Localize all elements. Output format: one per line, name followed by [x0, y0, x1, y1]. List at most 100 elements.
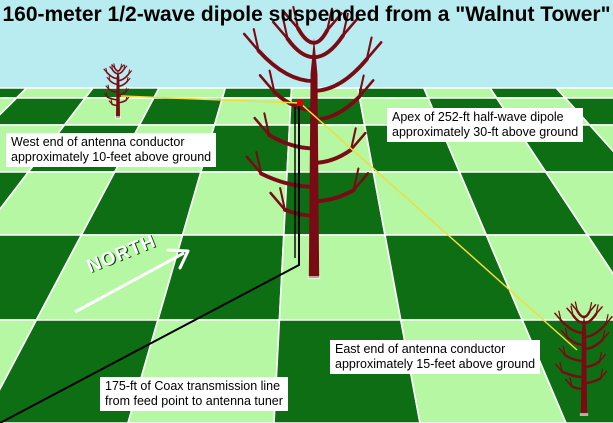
tree-twig [559, 361, 563, 373]
tree-twig [570, 303, 579, 312]
ground-tile-dark [586, 234, 613, 275]
tree-twig [110, 99, 113, 105]
tree-twig [558, 347, 567, 357]
tree-twig [564, 327, 569, 339]
tree-branch [582, 310, 591, 319]
tree-twig [258, 74, 276, 94]
ground-tile-dark [521, 319, 613, 423]
tree-branch [106, 71, 119, 80]
tree-trunk [308, 38, 320, 278]
tree-branch [117, 91, 127, 96]
tree-twig [595, 306, 603, 315]
tree-twig [560, 329, 569, 339]
tree-twig [107, 84, 110, 90]
tree-twig [599, 370, 608, 380]
tree-twig [574, 301, 579, 312]
tree-twig [562, 345, 566, 357]
tree-twig [325, 12, 343, 32]
west-end-callout: West end of antenna conductor approximat… [6, 133, 217, 167]
east-end-line-2: approximately 15-feet above ground [335, 357, 536, 371]
ground-tile-light [181, 171, 288, 236]
tree-branch [267, 132, 316, 151]
arrow-shaft [74, 251, 185, 314]
tree-twig [599, 368, 604, 380]
tree-twig [598, 353, 607, 363]
tree-twig [120, 63, 123, 69]
tree-twig [605, 316, 613, 325]
feed-point [297, 100, 303, 106]
tree-branch [256, 48, 316, 84]
tree-twig [588, 302, 593, 313]
tree-icon-east [554, 301, 613, 416]
tree-twig [113, 63, 116, 69]
tree-twig [126, 77, 129, 83]
tree-twig [292, 5, 300, 30]
ground-tile-light [278, 234, 402, 321]
tree-twig [281, 16, 289, 40]
tree-branch [312, 147, 353, 165]
tree-twig [271, 20, 289, 40]
ground-tile-dark [138, 97, 224, 126]
tree-twig [588, 304, 597, 313]
tree-twig [124, 87, 127, 93]
apex-line-2: approximately 30-ft above ground [392, 125, 579, 139]
trees [103, 5, 613, 416]
tree-branch [559, 319, 586, 335]
tree-branch [117, 68, 125, 75]
tree-branch [582, 322, 608, 339]
tree-branch [560, 370, 586, 379]
west-end-line-2: approximately 10-feet above ground [11, 150, 212, 164]
tree-branch [582, 377, 602, 385]
tree-twig [554, 312, 562, 322]
tree-twig [108, 76, 111, 82]
tree-branch [312, 57, 369, 93]
tree-branch [582, 360, 601, 369]
tree-twig [569, 376, 573, 388]
tree-twig [253, 116, 271, 137]
tree-twig [279, 187, 286, 211]
tree-twig [255, 150, 263, 175]
tree-twig [349, 127, 357, 151]
tree-twig [566, 307, 574, 317]
tree-twig [105, 92, 108, 98]
tree-branch [106, 96, 119, 101]
antenna-wire-west [120, 95, 301, 104]
tree-twig [269, 191, 287, 212]
ground-tile-light [153, 87, 227, 99]
tree-twig [605, 314, 609, 325]
tree-branch [570, 385, 586, 391]
coax-line-1: 175-ft of Coax transmission line [105, 379, 281, 393]
tree-twig [252, 28, 260, 52]
tree-twig [565, 378, 573, 388]
tree-icon-center [242, 5, 383, 279]
tree-branch [582, 338, 604, 351]
tree-branch [285, 36, 316, 60]
ground-tile-dark [489, 87, 567, 99]
ground-tile-light [15, 87, 94, 99]
tree-branch [117, 99, 127, 104]
tree-branch [108, 88, 119, 93]
tree-twig [570, 305, 574, 316]
tree-twig [342, 12, 349, 37]
tree-base [579, 413, 589, 416]
tree-twig [341, 17, 359, 37]
ground-tile-light [423, 87, 498, 99]
diagram-title: 160-meter 1/2-wave dipole suspended from… [2, 3, 611, 26]
tree-twig [105, 67, 108, 74]
coax-line-2: from feed point to antenna tuner [105, 394, 283, 408]
tree-branch [117, 73, 130, 82]
tree-base [114, 116, 122, 119]
tree-branch [582, 312, 598, 325]
tree-branch [312, 33, 345, 60]
tree-twig [282, 10, 300, 30]
apex-callout: Apex of 252-ft half-wave dipole approxim… [387, 108, 584, 142]
checkered-ground [0, 87, 613, 423]
arrow-head [166, 248, 190, 270]
ground-tile-dark [356, 87, 430, 99]
tree-branch [564, 354, 586, 363]
tree-twig [601, 331, 610, 341]
ground-tile-light [544, 171, 613, 236]
ground-tile-light [485, 234, 613, 321]
